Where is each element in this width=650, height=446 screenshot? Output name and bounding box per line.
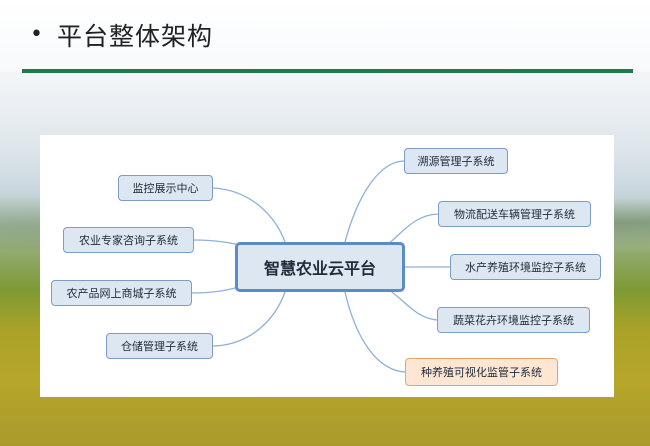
connector-left-4 (212, 291, 286, 347)
slide-title-row: • 平台整体架构 (30, 18, 213, 52)
slide-header-area (0, 0, 650, 72)
bullet-icon: • (30, 22, 43, 47)
node-monitor-display-center: 监控展示中心 (118, 175, 213, 201)
node-agri-online-mall: 农产品网上商城子系统 (51, 280, 192, 306)
node-vegetable-flower-monitoring: 蔬菜花卉环境监控子系统 (437, 307, 590, 333)
node-warehouse-management: 仓储管理子系统 (106, 333, 213, 359)
connector-right-5 (344, 291, 406, 373)
node-aquaculture-monitoring: 水产养殖环境监控子系统 (450, 254, 601, 280)
node-center-smart-agri-cloud: 智慧农业云平台 (235, 242, 405, 292)
connector-right-1 (344, 160, 405, 243)
connector-left-1 (212, 187, 286, 243)
mind-map-diagram: 监控展示中心 农业专家咨询子系统 农产品网上商城子系统 仓储管理子系统 智慧农业… (40, 135, 614, 397)
node-agri-expert-consulting: 农业专家咨询子系统 (63, 227, 194, 253)
node-logistics-vehicle-management: 物流配送车辆管理子系统 (438, 201, 591, 227)
title-divider (22, 69, 633, 73)
slide-title: 平台整体架构 (56, 22, 213, 51)
node-traceability-management: 溯源管理子系统 (404, 148, 508, 174)
node-visual-supervision: 种养殖可视化监管子系统 (405, 358, 558, 386)
